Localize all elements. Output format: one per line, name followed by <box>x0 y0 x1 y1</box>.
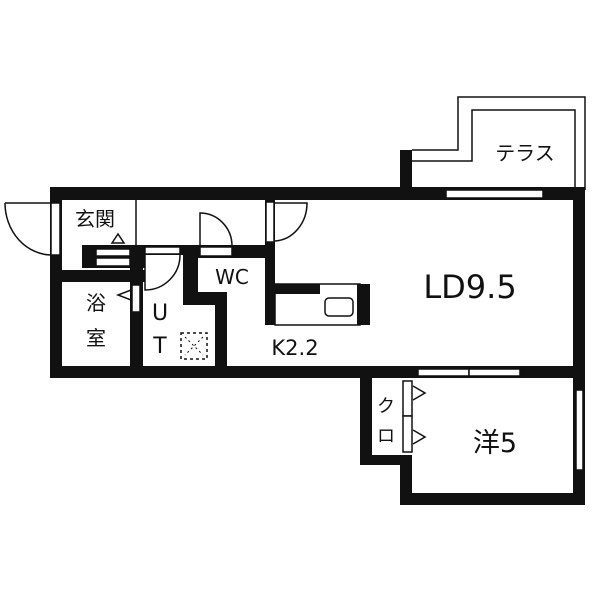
label-living-dining: LD9.5 <box>423 268 516 306</box>
label-ut-1: U <box>152 301 168 326</box>
sliding-door-right <box>468 368 521 377</box>
wc-door[interactable] <box>199 212 233 257</box>
label-closet-1: ク <box>377 396 395 417</box>
sink-icon <box>324 297 354 317</box>
label-kitchen: K2.2 <box>271 336 318 360</box>
ld-door[interactable] <box>265 201 308 243</box>
ld-window <box>445 189 544 199</box>
label-entrance: 玄関 <box>75 207 115 231</box>
western-window <box>575 389 584 471</box>
sliding-door-left <box>417 368 470 377</box>
washer-cross <box>184 336 204 356</box>
label-bath-2: 室 <box>86 326 106 350</box>
label-bath-1: 浴 <box>86 291 106 315</box>
closet-doors[interactable] <box>402 380 427 453</box>
label-closet-2: ロ <box>377 426 395 447</box>
step-marker <box>110 232 126 244</box>
ut-door[interactable] <box>144 246 181 291</box>
label-ut-2: T <box>152 334 167 359</box>
bath-door[interactable] <box>115 284 141 313</box>
washer-space-icon <box>180 332 208 360</box>
windows <box>95 189 584 471</box>
label-wc: WC <box>215 265 249 289</box>
label-terrace: テラス <box>495 141 555 165</box>
entrance-door[interactable] <box>4 202 61 256</box>
doors <box>4 201 427 453</box>
kitchen-counter <box>274 283 370 326</box>
label-western-room: 洋5 <box>473 428 517 459</box>
terrace <box>400 96 586 190</box>
